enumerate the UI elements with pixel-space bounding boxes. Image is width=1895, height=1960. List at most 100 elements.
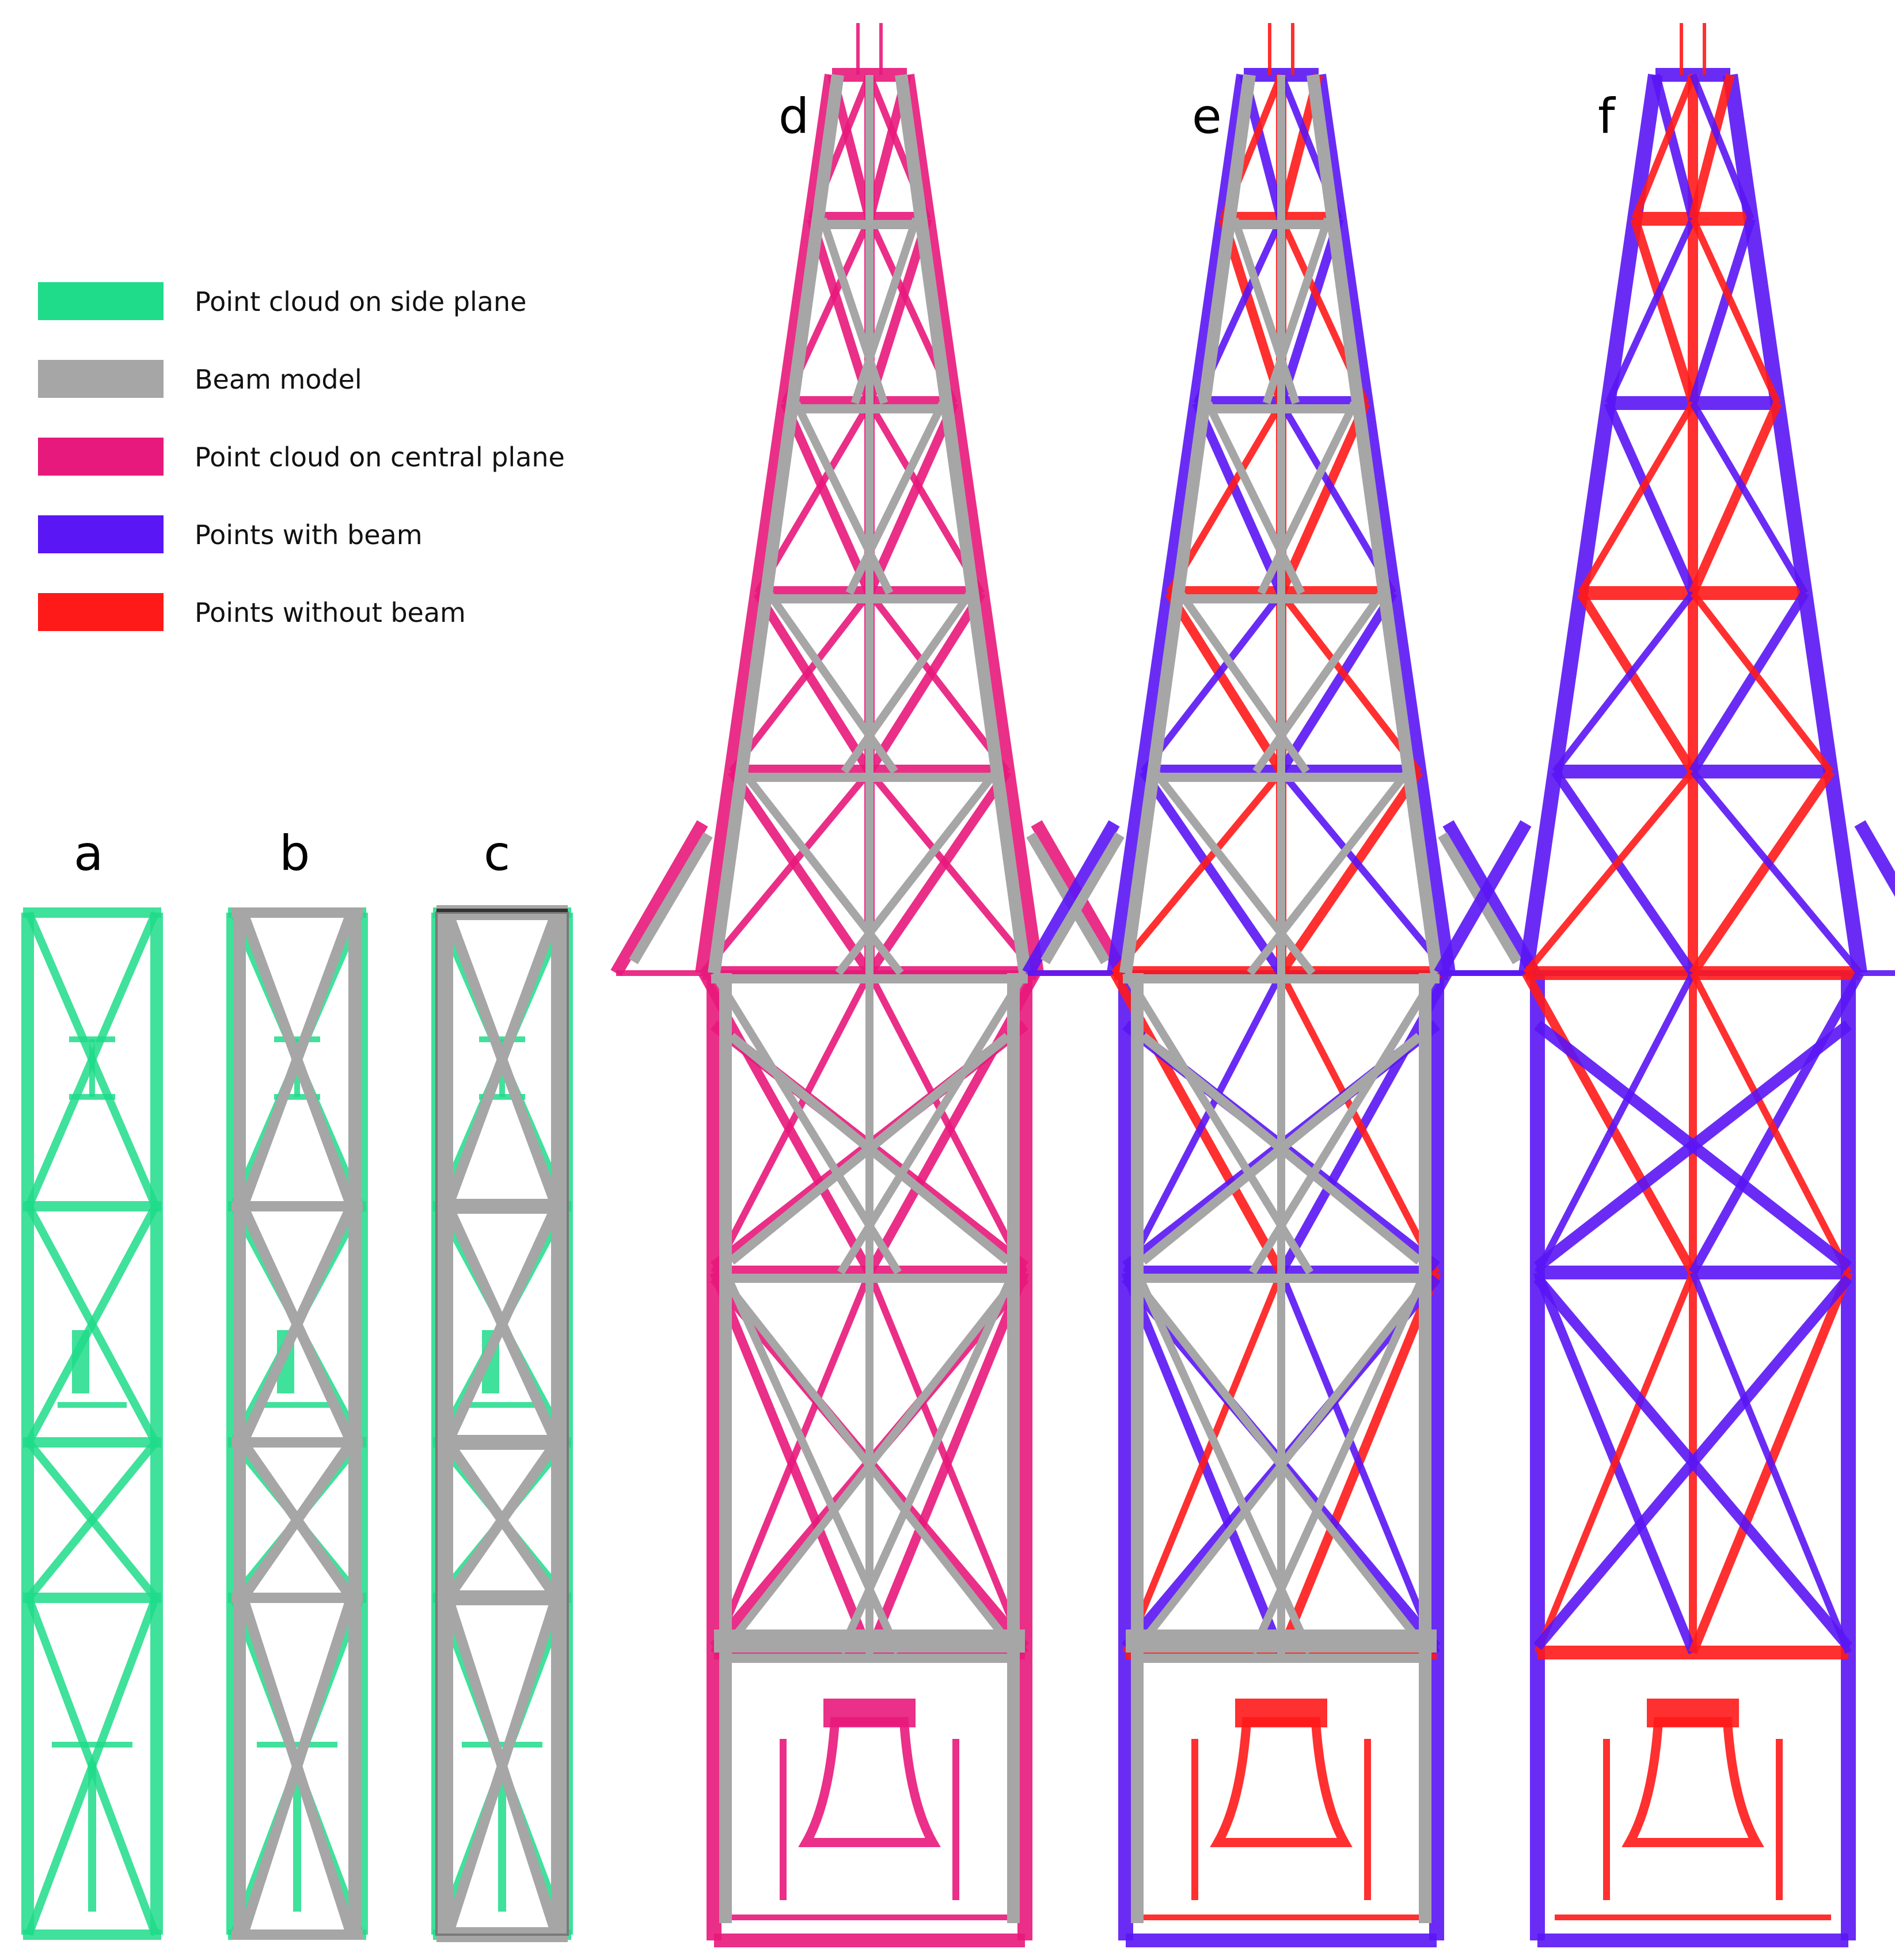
point-cloud	[1434, 820, 1532, 977]
point-cloud	[727, 769, 874, 976]
beam-model	[238, 1764, 302, 1936]
point-cloud	[1277, 401, 1370, 595]
beam-model	[238, 1204, 302, 1327]
beam-model	[497, 1596, 561, 1768]
point-cloud	[1577, 590, 1697, 774]
beam-model	[835, 769, 1000, 976]
point-cloud	[1534, 1271, 1696, 1654]
bell	[1621, 1717, 1764, 1847]
beam-model	[238, 1517, 302, 1601]
point-cloud	[1533, 1020, 1852, 1271]
beam-model	[498, 1439, 561, 1524]
beam-model	[1204, 401, 1305, 595]
point-cloud	[1022, 820, 1120, 977]
beam-model	[629, 832, 713, 964]
beam-model	[841, 590, 974, 774]
point-cloud	[807, 217, 874, 405]
panel-label-c: c	[484, 825, 511, 882]
panel-label-b: b	[279, 825, 310, 882]
beam-model	[443, 1057, 507, 1209]
point-cloud	[1605, 217, 1696, 405]
point-cloud	[865, 769, 1012, 976]
point-cloud	[1689, 401, 1808, 595]
legend-swatch	[38, 360, 164, 398]
point-cloud	[1122, 1271, 1285, 1654]
legend-swatch	[38, 515, 164, 553]
beam-model	[497, 1057, 561, 1209]
bell	[1210, 1717, 1353, 1847]
bell-yoke	[1647, 1699, 1739, 1727]
point-cloud	[1111, 769, 1284, 975]
beam-model	[292, 1596, 356, 1768]
point-cloud	[1192, 401, 1286, 595]
beam-model	[292, 910, 356, 1062]
point-cloud	[1689, 971, 1864, 1275]
tower-e	[1022, 23, 1540, 1947]
point-cloud	[1278, 971, 1440, 1274]
point-cloud	[866, 1271, 1028, 1654]
bell-yoke	[823, 1699, 916, 1727]
beam-model	[497, 1204, 561, 1327]
beam-model	[238, 1322, 302, 1445]
beam-model	[238, 910, 302, 1062]
beam-model	[292, 1322, 356, 1445]
point-cloud	[700, 769, 872, 975]
beam-model	[293, 1439, 356, 1524]
beam-model	[1249, 971, 1440, 1275]
legend-swatch	[38, 282, 164, 320]
beam-model	[443, 1439, 507, 1524]
point-cloud	[610, 820, 708, 977]
point-cloud	[1122, 971, 1285, 1274]
beam-model	[1231, 217, 1300, 405]
point-cloud	[1139, 769, 1285, 976]
beam-model	[293, 1517, 356, 1601]
point-cloud	[1688, 73, 1735, 221]
beam-model	[443, 1322, 507, 1445]
beam-model	[497, 1322, 561, 1445]
point-cloud	[1689, 1271, 1852, 1654]
point-cloud	[865, 217, 932, 405]
beam-model	[1119, 74, 1256, 974]
beam-model	[497, 910, 561, 1062]
beam-model	[443, 1596, 507, 1768]
point-cloud	[866, 971, 1028, 1274]
beam-model	[1257, 401, 1358, 595]
panel-label-a: a	[74, 825, 104, 882]
beam-model	[1262, 217, 1332, 405]
point-cloud	[1651, 73, 1697, 221]
point-cloud	[1689, 590, 1809, 774]
beam-model	[1252, 590, 1385, 774]
side-plane-point-cloud	[25, 1204, 160, 1445]
beam-model	[292, 1764, 356, 1936]
point-cloud	[1578, 401, 1696, 595]
point-cloud	[865, 590, 986, 774]
tower-f	[1434, 23, 1895, 1947]
side-plane-point-cloud	[25, 1439, 159, 1601]
point-cloud	[1689, 73, 1755, 221]
beam-model	[1140, 1287, 1423, 1644]
point-cloud	[1854, 820, 1895, 897]
panel-label-d: d	[778, 88, 810, 145]
point-cloud	[1534, 971, 1696, 1274]
point-cloud	[1689, 971, 1852, 1274]
point-cloud	[1552, 591, 1696, 774]
beam-model	[1151, 769, 1316, 976]
point-cloud	[1278, 769, 1451, 975]
beam-model	[443, 1517, 507, 1601]
beam-model	[837, 971, 1028, 1275]
bell	[798, 1717, 941, 1847]
point-cloud	[865, 401, 959, 595]
point-cloud	[1218, 217, 1286, 405]
point-cloud	[867, 769, 1039, 975]
beam-model	[1248, 1271, 1429, 1654]
beam-model	[443, 1204, 507, 1327]
legend-label: Point cloud on side plane	[195, 286, 527, 317]
beam-model	[728, 1032, 1011, 1265]
legend-label: Beam model	[195, 364, 362, 395]
beam-model	[845, 401, 947, 595]
point-cloud	[1604, 401, 1697, 595]
beam-model	[708, 74, 844, 974]
beam-model	[792, 401, 894, 595]
